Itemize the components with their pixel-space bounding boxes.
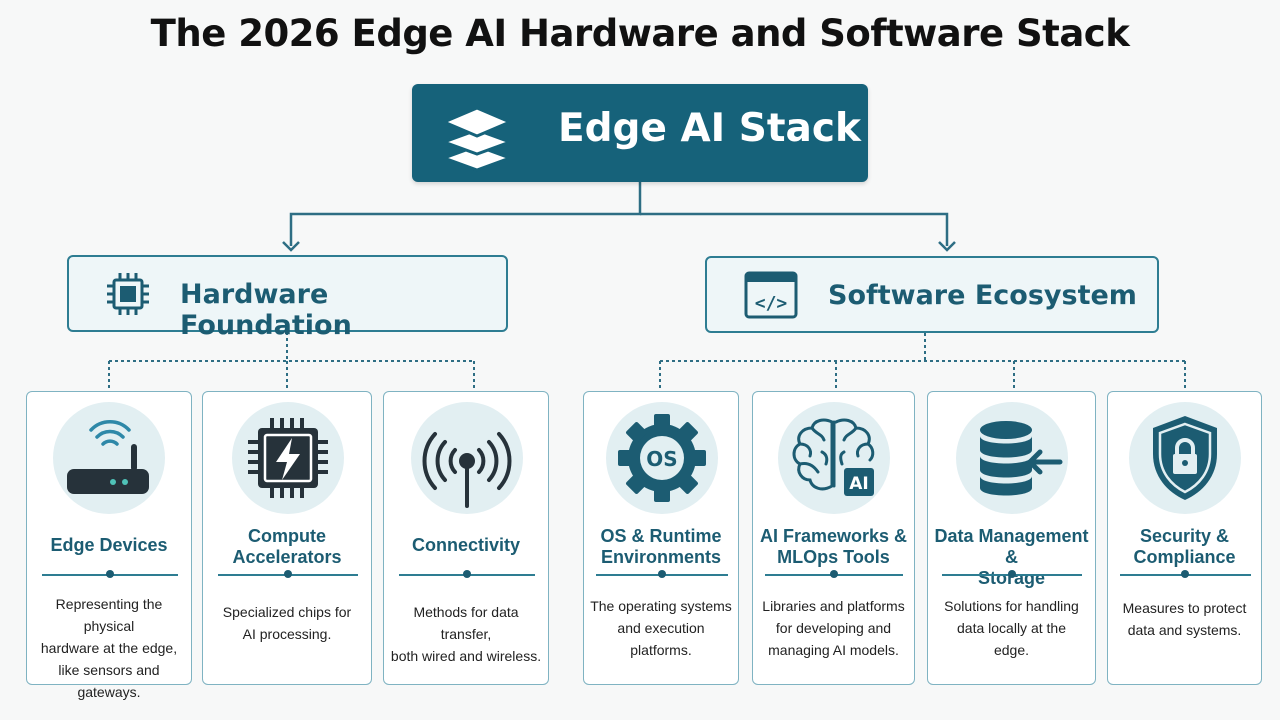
code-window-icon: </> [744,271,798,319]
divider-dot [1181,570,1189,578]
hardware-foundation-label: Hardware Foundation [180,279,352,341]
card-title: Compute Accelerators [232,526,342,567]
card-compute-accelerators: Compute Accelerators Specialized chips f… [202,391,372,685]
chip-lightning-icon [248,418,328,498]
divider-dot [830,570,838,578]
layers-stack-icon [440,106,514,172]
card-title: Connectivity [411,535,521,555]
card-data-management: Data Management & Storage Solutions for … [927,391,1096,685]
card-description: Representing the physical hardware at th… [40,596,178,700]
card-os-runtime: OS OS & Runtime Environments The operati… [583,391,739,685]
root-node: Edge AI Stack [412,84,868,182]
divider-dot [1008,570,1016,578]
card-description: The operating systems and execution plat… [590,598,732,658]
card-title: AI Frameworks & MLOps Tools [759,526,908,567]
card-description: Specialized chips for AI processing. [222,604,352,642]
svg-text:</>: </> [755,293,788,314]
card-title: Security & Compliance [1133,526,1236,567]
svg-text:AI: AI [849,474,868,494]
root-label: Edge AI Stack [558,106,861,151]
card-description: Libraries and platforms for developing a… [762,598,905,658]
svg-text:OS: OS [646,447,677,471]
software-ecosystem-label: Software Ecosystem [828,280,1137,311]
card-connectivity: Connectivity Methods for data transfer, … [383,391,549,685]
divider-dot [463,570,471,578]
router-wifi-icon [67,420,149,494]
brain-ai-icon: AI [792,418,875,496]
card-title: OS & Runtime Environments [600,526,722,567]
divider-dot [284,570,292,578]
card-title: Data Management & Storage [934,526,1089,588]
hardware-foundation-node: Hardware Foundation [67,255,508,341]
shield-lock-icon [1153,416,1217,500]
card-description: Measures to protect data and systems. [1122,600,1247,638]
card-description: Methods for data transfer, both wired an… [390,604,542,664]
database-arrow-icon [980,421,1063,496]
antenna-signal-icon [422,432,512,508]
card-security-compliance: Security & Compliance Measures to protec… [1107,391,1262,685]
card-description: Solutions for handling data locally at t… [944,598,1079,658]
chip-icon [107,273,149,315]
card-ai-frameworks: AI AI Frameworks & MLOps Tools Libraries… [752,391,915,685]
divider-dot [106,570,114,578]
software-ecosystem-node: </> Software Ecosystem [705,256,1159,333]
os-gear-icon: OS [618,414,706,502]
divider-dot [658,570,666,578]
card-title: Edge Devices [50,535,168,555]
page-title: The 2026 Edge AI Hardware and Software S… [150,12,1130,55]
card-edge-devices: Edge Devices Representing the physical h… [26,391,192,700]
